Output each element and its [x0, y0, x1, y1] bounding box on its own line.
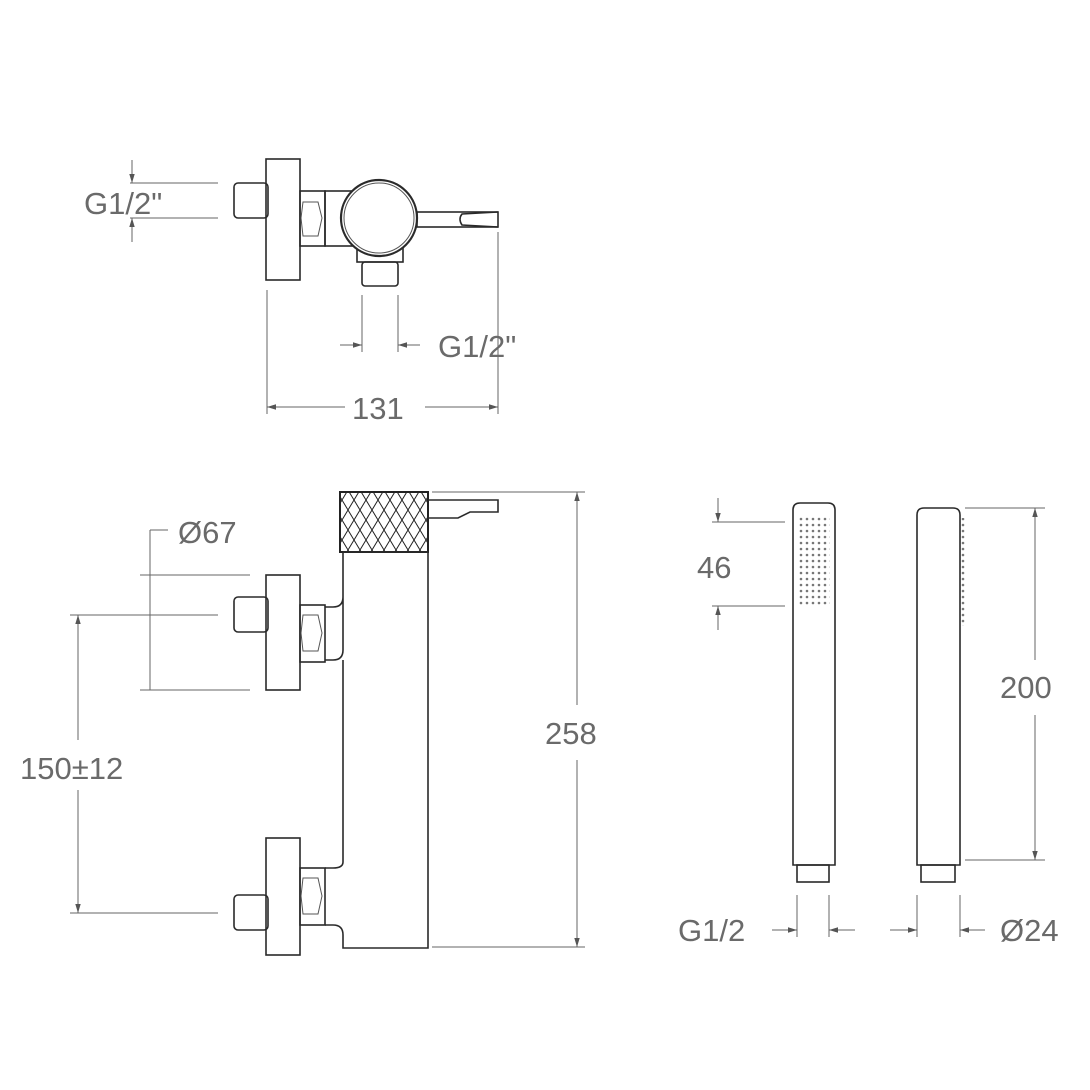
connection-thread-label: G1/2: [678, 913, 745, 948]
hand-shower-front: [712, 498, 855, 937]
hex-nut: [299, 190, 326, 247]
wall-flange: [265, 158, 301, 281]
upper-flange: [265, 574, 301, 691]
diameter-label: Ø24: [1000, 913, 1059, 948]
spray-nozzles: [797, 517, 830, 607]
lower-flange: [265, 837, 301, 956]
inlet-stub: [233, 182, 269, 219]
depth-label: 131: [352, 391, 404, 426]
lever-handle: [416, 211, 499, 228]
inlet-thread-label: G1/2": [84, 186, 162, 221]
head-length-label: 46: [697, 550, 731, 585]
front-view: [70, 491, 585, 956]
mixer-knob-top: [339, 178, 419, 258]
outlet-stub: [361, 261, 399, 287]
total-length-label: 200: [1000, 670, 1052, 705]
center-distance-label: 150±12: [20, 751, 123, 786]
outlet-thread-label: G1/2": [438, 329, 516, 364]
top-view: [129, 158, 499, 414]
flange-diameter-label: Ø67: [178, 515, 237, 550]
height-label: 258: [545, 716, 597, 751]
hand-shower-side: [890, 507, 1045, 937]
knurled-knob: [339, 491, 429, 553]
